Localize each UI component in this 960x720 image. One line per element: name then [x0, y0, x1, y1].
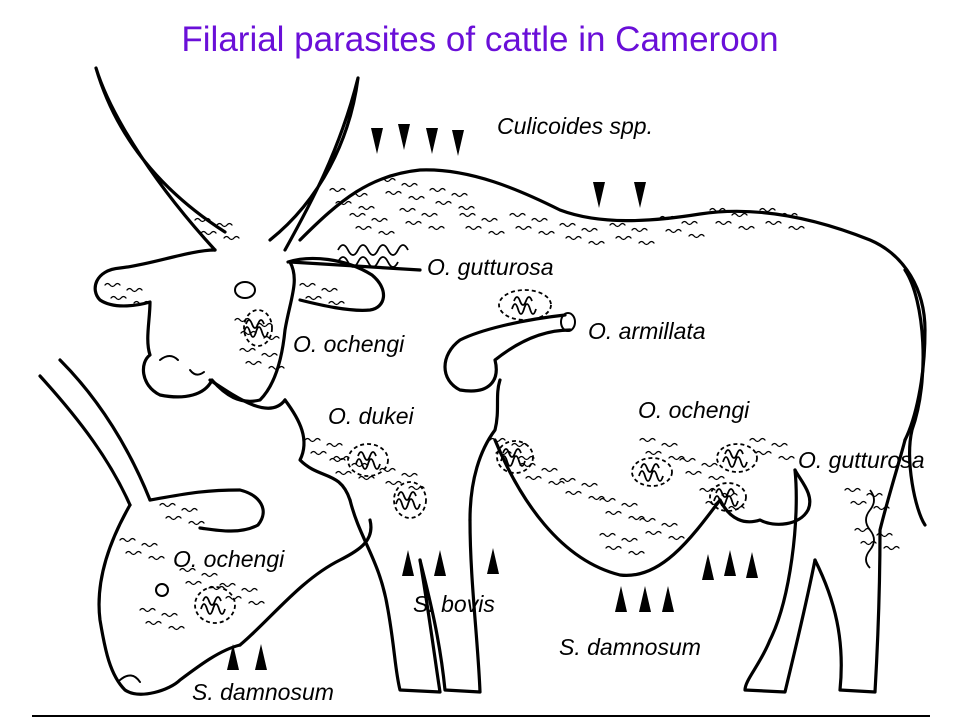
- label-dukei: O. dukei: [328, 403, 415, 429]
- label-ochengi-head: O. ochengi: [293, 331, 405, 357]
- label-gutturosa-flank: O. gutturosa: [798, 447, 925, 473]
- label-damnosum-belly: S. damnosum: [559, 634, 701, 660]
- calf-outline: [38, 358, 373, 696]
- label-bovis: S. bovis: [413, 591, 495, 617]
- damnosum-belly-arrows: [615, 550, 758, 612]
- gutturosa-flank-worms: [865, 489, 875, 569]
- damnosum-calf-arrows: [227, 644, 267, 670]
- dukei-nodules: [347, 440, 534, 519]
- label-gutturosa-neck: O. gutturosa: [427, 254, 554, 280]
- bottom-rule: [32, 715, 930, 717]
- label-ochengi-udder: O. ochengi: [638, 397, 750, 423]
- adult-cow-outline: [93, 66, 927, 694]
- gutturosa-neck-worms: [337, 244, 409, 268]
- label-damnosum-calf: S. damnosum: [192, 679, 334, 705]
- ochengi-calf-nodule: [194, 586, 236, 624]
- label-culicoides: Culicoides spp.: [497, 113, 653, 139]
- label-armillata: O. armillata: [588, 318, 706, 344]
- diagram-title: Filarial parasites of cattle in Cameroon: [181, 20, 779, 59]
- bovis-arrows: [402, 548, 499, 576]
- ochengi-udder-nodules: [631, 443, 758, 512]
- label-ochengi-calf: O. ochengi: [173, 546, 285, 572]
- ochengi-head-nodule: [243, 309, 273, 347]
- armillata-nodule: [498, 289, 552, 321]
